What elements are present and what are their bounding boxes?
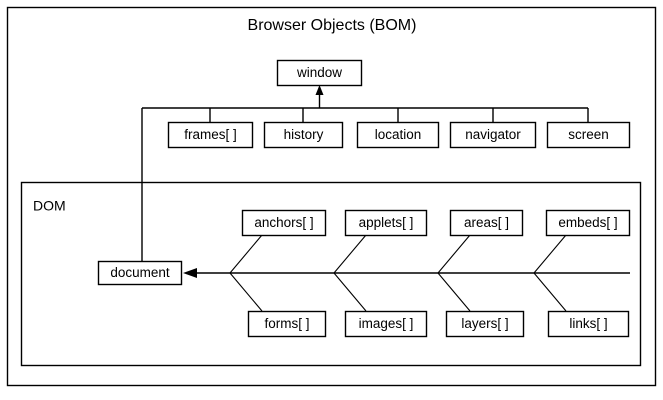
node-images-box bbox=[344, 310, 428, 338]
node-history-label: history bbox=[284, 127, 324, 142]
edge-spine-to-forms bbox=[229, 272, 263, 312]
node-embeds[interactable]: embeds[ ] bbox=[545, 209, 631, 237]
arrowhead-to-window bbox=[315, 85, 324, 95]
node-anchors-box bbox=[241, 209, 327, 237]
node-areas-label: areas[ ] bbox=[464, 215, 509, 230]
node-screen-box bbox=[546, 121, 631, 149]
dom-group-box bbox=[20, 181, 642, 367]
arrowhead-to-document bbox=[183, 268, 197, 278]
node-window-label: window bbox=[296, 65, 342, 80]
node-anchors[interactable]: anchors[ ] bbox=[241, 209, 327, 237]
node-links-label: links[ ] bbox=[569, 316, 607, 331]
node-location-box bbox=[356, 121, 440, 149]
node-links-box bbox=[547, 310, 630, 338]
node-links[interactable]: links[ ] bbox=[547, 310, 630, 338]
edge-spine-to-images bbox=[333, 272, 367, 312]
node-navigator[interactable]: navigator bbox=[449, 121, 537, 149]
node-embeds-label: embeds[ ] bbox=[558, 215, 617, 230]
edge-spine-to-layers bbox=[437, 272, 471, 312]
node-location-label: location bbox=[375, 127, 422, 142]
edge-areas-to-spine bbox=[437, 234, 471, 274]
node-embeds-box bbox=[545, 209, 631, 237]
node-anchors-label: anchors[ ] bbox=[254, 215, 313, 230]
node-location[interactable]: location bbox=[356, 121, 440, 149]
node-forms-box bbox=[247, 310, 327, 338]
node-images[interactable]: images[ ] bbox=[344, 310, 428, 338]
node-applets-label: applets[ ] bbox=[359, 215, 414, 230]
node-forms[interactable]: forms[ ] bbox=[247, 310, 327, 338]
node-layers[interactable]: layers[ ] bbox=[445, 310, 525, 338]
node-layers-label: layers[ ] bbox=[461, 316, 508, 331]
node-frames-label: frames[ ] bbox=[184, 127, 237, 142]
node-forms-label: forms[ ] bbox=[264, 316, 309, 331]
node-history[interactable]: history bbox=[263, 121, 344, 149]
node-history-box bbox=[263, 121, 344, 149]
page-title: Browser Objects (BOM) bbox=[248, 17, 417, 34]
node-navigator-label: navigator bbox=[465, 127, 521, 142]
edge-embeds-to-spine bbox=[533, 234, 567, 274]
dom-group-label: DOM bbox=[33, 198, 66, 214]
node-frames[interactable]: frames[ ] bbox=[167, 121, 254, 149]
node-window[interactable]: window bbox=[276, 59, 363, 87]
node-document[interactable]: document bbox=[97, 260, 183, 286]
edge-applets-to-spine bbox=[333, 234, 367, 274]
node-areas-box bbox=[449, 209, 524, 237]
edge-spine-to-links bbox=[533, 272, 567, 312]
node-frames-box bbox=[167, 121, 254, 149]
node-images-label: images[ ] bbox=[359, 316, 414, 331]
node-layers-box bbox=[445, 310, 525, 338]
node-applets[interactable]: applets[ ] bbox=[344, 209, 428, 237]
edge-anchors-to-spine bbox=[229, 234, 263, 274]
node-screen-label: screen bbox=[568, 127, 609, 142]
outer-border bbox=[6, 6, 657, 387]
node-applets-box bbox=[344, 209, 428, 237]
node-screen[interactable]: screen bbox=[546, 121, 631, 149]
node-navigator-box bbox=[449, 121, 537, 149]
node-window-box bbox=[276, 59, 363, 87]
node-document-label: document bbox=[110, 265, 170, 280]
node-areas[interactable]: areas[ ] bbox=[449, 209, 524, 237]
node-document-box bbox=[97, 260, 183, 286]
